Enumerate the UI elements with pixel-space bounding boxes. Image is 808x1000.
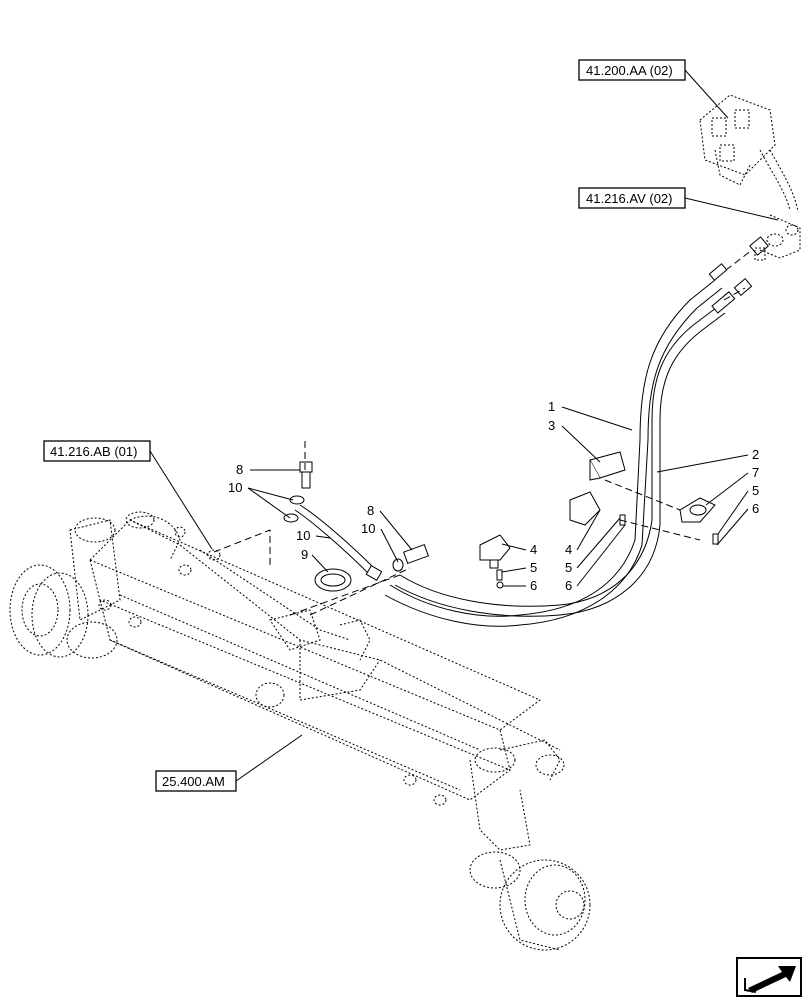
callout-6-far-right: 6 <box>752 501 759 516</box>
callout-6-right: 6 <box>565 578 572 593</box>
washers-10-left <box>283 495 305 523</box>
next-page-arrow-icon[interactable] <box>736 957 802 997</box>
ref-box-41-200-aa[interactable]: 41.200.AA (02) <box>578 59 686 81</box>
ref-label-41-216-av: 41.216.AV (02) <box>586 191 672 206</box>
callout-8-left: 8 <box>236 462 243 477</box>
bracket-4-center <box>479 534 511 569</box>
bolt-5-6-center <box>496 569 504 589</box>
callout-6-center: 6 <box>530 578 537 593</box>
callout-5-far-right: 5 <box>752 483 759 498</box>
callout-5-right: 5 <box>565 560 572 575</box>
pipe-adaptors-41-216-av <box>754 214 801 261</box>
bracket-3 <box>589 451 626 481</box>
callout-8-right: 8 <box>367 503 374 518</box>
hose-1 <box>384 279 723 627</box>
ref-label-41-200-aa: 41.200.AA (02) <box>586 63 673 78</box>
ref-label-25-400-am: 25.400.AM <box>162 774 225 789</box>
banjo-bolt-8-left <box>299 461 313 489</box>
callouts: 1 3 2 7 5 6 8 10 10 9 8 10 4 5 6 4 5 6 <box>228 399 759 593</box>
bracket-4-right <box>569 491 601 526</box>
adaptor-8-right <box>392 543 430 572</box>
callout-10-left: 10 <box>228 480 242 495</box>
clamp-block-7 <box>679 497 716 523</box>
ref-label-41-216-ab: 41.216.AB (01) <box>50 444 137 459</box>
callout-7: 7 <box>752 465 759 480</box>
ref-box-25-400-am[interactable]: 25.400.AM <box>155 770 237 792</box>
callout-5-center: 5 <box>530 560 537 575</box>
callout-4-center: 4 <box>530 542 537 557</box>
hose-2 <box>394 304 726 617</box>
callout-4-right: 4 <box>565 542 572 557</box>
bolt-5-6-far-right <box>712 533 719 545</box>
callout-1: 1 <box>548 399 555 414</box>
valve-block <box>699 94 799 213</box>
callout-10-pipe: 10 <box>296 528 310 543</box>
ref-box-41-216-ab[interactable]: 41.216.AB (01) <box>43 440 151 462</box>
ref-box-41-216-av[interactable]: 41.216.AV (02) <box>578 187 686 209</box>
rigid-pipe-10 <box>294 504 383 582</box>
hose-clamp-9 <box>314 568 352 592</box>
callout-9: 9 <box>301 547 308 562</box>
hose-fittings-top <box>708 236 769 314</box>
callout-3: 3 <box>548 418 555 433</box>
front-axle <box>9 511 591 951</box>
callout-2: 2 <box>752 447 759 462</box>
callout-10-right: 10 <box>361 521 375 536</box>
